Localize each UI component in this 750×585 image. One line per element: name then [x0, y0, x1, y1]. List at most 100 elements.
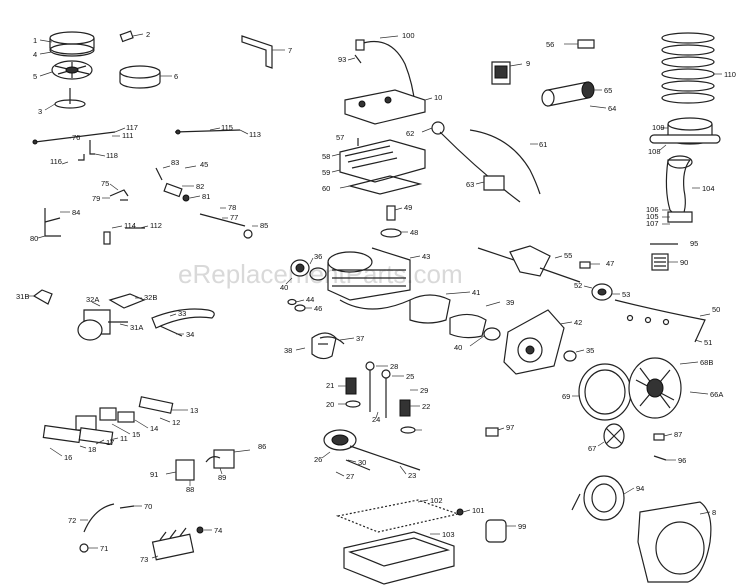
label-34: 34: [186, 330, 194, 339]
cylinder-head: [331, 138, 426, 195]
label-14: 14: [150, 424, 158, 433]
piston: [649, 117, 721, 151]
label-13: 13: [190, 406, 198, 415]
cylinder-head-cover: [344, 89, 433, 125]
label-83: 83: [171, 158, 179, 167]
label-102: 102: [430, 496, 443, 505]
label-67: 67: [588, 444, 596, 453]
intake-tube: [151, 308, 215, 337]
camshaft: [321, 429, 421, 477]
label-33: 33: [178, 309, 186, 318]
label-58: 58: [322, 152, 330, 161]
label-89: 89: [218, 473, 226, 482]
label-109: 109: [652, 123, 665, 132]
label-76: 76: [72, 133, 80, 142]
label-10: 10: [434, 93, 442, 102]
label-55: 55: [564, 251, 572, 260]
label-111: 111: [122, 131, 133, 140]
label-3: 3: [38, 107, 42, 116]
label-97: 97: [506, 423, 514, 432]
rod-bolts: [662, 209, 670, 225]
label-1: 1: [33, 36, 37, 45]
rectifier-and-bolt: [79, 526, 212, 561]
label-52: 52: [574, 281, 582, 290]
label-73: 73: [140, 555, 148, 564]
label-99: 99: [518, 522, 526, 531]
label-2: 2: [146, 30, 150, 39]
label-56: 56: [546, 40, 554, 49]
label-48: 48: [410, 228, 418, 237]
label-91: 91: [150, 470, 158, 479]
gaskets: [409, 291, 501, 347]
label-7: 7: [288, 46, 292, 55]
label-47: 47: [606, 259, 614, 268]
label-53: 53: [622, 290, 630, 299]
label-8: 8: [712, 508, 716, 517]
label-26: 26: [314, 455, 322, 464]
mounting-plates: [42, 396, 188, 457]
fuel-line: [80, 503, 142, 533]
label-11: 11: [120, 434, 128, 443]
label-61: 61: [539, 140, 547, 149]
label-30: 30: [358, 458, 366, 467]
flywheel-and-fan: [572, 357, 709, 421]
label-95: 95: [690, 239, 698, 248]
carburetor: [28, 289, 146, 341]
label-31A: 31A: [130, 323, 143, 332]
part-number-labels: 1 2 3 4 5 6 7 100 93 9 56 110 10 65 64 1…: [16, 30, 736, 564]
label-85: 85: [260, 221, 268, 230]
connecting-rod: [665, 155, 700, 223]
label-100: 100: [402, 31, 415, 40]
starter-motor: [541, 81, 607, 109]
label-88: 88: [186, 485, 194, 494]
label-60: 60: [322, 184, 330, 193]
governor-parts: [102, 165, 258, 239]
label-114: 114: [124, 221, 136, 230]
label-24: 24: [372, 415, 380, 424]
shields-38-37: [295, 332, 355, 360]
air-cleaner-assembly: [39, 30, 172, 111]
label-77: 77: [230, 213, 238, 222]
label-39: 39: [506, 298, 514, 307]
label-68B: 68B: [700, 358, 713, 367]
label-87: 87: [674, 430, 682, 439]
label-29: 29: [420, 386, 428, 395]
label-79: 79: [92, 194, 100, 203]
label-40a: 40: [280, 283, 288, 292]
label-63: 63: [466, 180, 474, 189]
label-35: 35: [586, 346, 594, 355]
spark-plug-lead: [347, 35, 416, 107]
label-41: 41: [472, 288, 480, 297]
ignition-parts: [597, 423, 676, 461]
label-6: 6: [174, 72, 178, 81]
label-70: 70: [144, 502, 152, 511]
label-9: 9: [526, 59, 530, 68]
label-82: 82: [196, 182, 204, 191]
label-116: 116: [50, 157, 62, 166]
label-90: 90: [680, 258, 688, 267]
label-37: 37: [356, 334, 364, 343]
label-18: 18: [88, 445, 96, 454]
small-fasteners: [287, 298, 312, 312]
label-72: 72: [68, 516, 76, 525]
baffle-part-9: [491, 61, 523, 85]
label-20a: 20: [326, 400, 334, 409]
label-69: 69: [562, 392, 570, 401]
label-42: 42: [574, 318, 582, 327]
label-4: 4: [33, 50, 37, 59]
label-38: 38: [284, 346, 292, 355]
label-113: 113: [249, 130, 261, 139]
label-66A: 66A: [710, 390, 723, 399]
filter-part-99: [485, 519, 516, 543]
ignition-module: [165, 449, 251, 486]
label-74: 74: [214, 526, 222, 535]
label-108: 108: [648, 147, 661, 156]
label-107: 107: [646, 219, 659, 228]
label-23: 23: [408, 471, 416, 480]
piston-rings: [661, 32, 722, 104]
label-32A: 32A: [86, 295, 99, 304]
label-110: 110: [724, 70, 736, 79]
label-86: 86: [258, 442, 266, 451]
stator-and-housing: [571, 475, 712, 583]
watermark-text: eReplacementParts.com: [178, 259, 463, 289]
